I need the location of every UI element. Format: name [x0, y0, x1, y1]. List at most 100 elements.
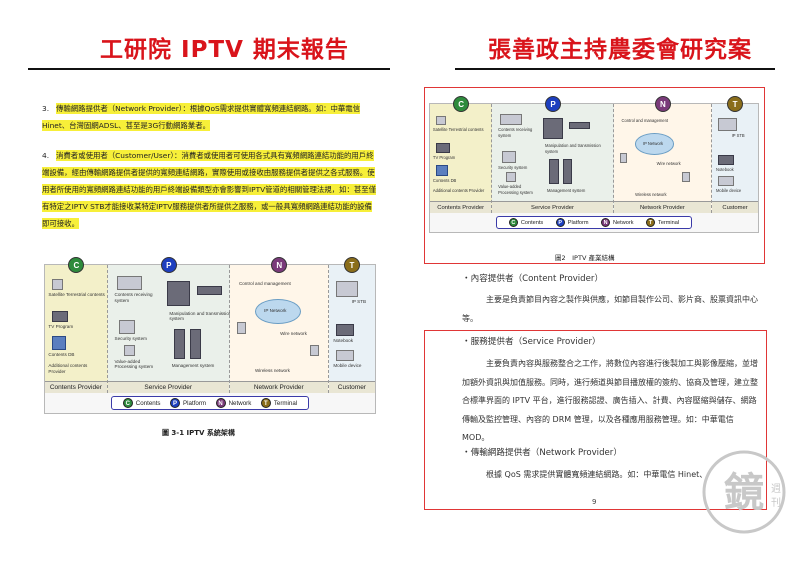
page-number: 9 [592, 498, 597, 506]
legend-label: Network [613, 219, 634, 226]
diagram-label: Wire network [280, 331, 307, 337]
item-number: 3. [42, 104, 50, 113]
diagram-label: Satellite Terrestrial contents [432, 127, 484, 133]
equipment-icon [548, 158, 559, 185]
legend-badge-icon: N [601, 218, 611, 228]
left-title-rule [28, 68, 390, 70]
equipment-icon [500, 113, 522, 126]
doc-item-network-provider: 3.傳輸網路提供者（Network Provider）：根據QoS需求提供實體寬… [42, 100, 377, 134]
left-page-title: 工研院 IPTV 期末報告 [100, 37, 349, 63]
equipment-icon [543, 117, 563, 140]
equipment-icon [173, 329, 186, 359]
zone-badge-n: N [654, 96, 671, 112]
mirror-media-watermark-logo: 鏡 週 刊 [700, 448, 788, 536]
diagram-label: TV Program [432, 154, 456, 160]
zone-label: Contents Provider [430, 201, 492, 214]
legend-label: Contents [135, 399, 161, 407]
equipment-icon [717, 176, 734, 187]
equipment-icon [196, 285, 222, 295]
zone-badge-t: T [343, 257, 360, 273]
legend-badge-icon: T [260, 398, 271, 408]
equipment-icon [236, 322, 246, 334]
equipment-icon [562, 158, 573, 185]
network-provider-heading: ・傳輸網路提供者（Network Provider） [462, 448, 622, 458]
ip-network-cloud-icon [635, 133, 675, 155]
zone-label: Customer [712, 201, 758, 214]
zone-badge-t: T [727, 96, 744, 112]
equipment-icon [335, 281, 359, 297]
svg-text:週: 週 [771, 483, 781, 495]
zone-badge-n: N [271, 257, 288, 273]
equipment-icon [568, 121, 590, 130]
diagram-label: Mobile device [715, 188, 742, 193]
diagram-label: Contents DB [432, 178, 457, 184]
diagram-label: Additional contents Provider [48, 363, 88, 374]
highlight-box-figure [424, 87, 765, 264]
zone-label: Network Provider [229, 381, 328, 393]
zone-badge-c: C [68, 257, 85, 273]
zone-badge-p: P [160, 257, 177, 273]
equipment-icon [123, 345, 136, 357]
equipment-icon [717, 117, 738, 132]
equipment-icon [189, 329, 202, 359]
legend-label: Platform [183, 399, 207, 407]
legend-badge-icon: T [646, 218, 656, 228]
diagram-label: Manipulation and transmission system [545, 143, 601, 154]
equipment-icon [682, 172, 690, 183]
diagram-label: Control and management [238, 281, 291, 286]
equipment-icon [619, 152, 628, 163]
equipment-icon [167, 281, 190, 307]
legend-label: Terminal [658, 219, 680, 226]
diagram-label: Mobile device [333, 363, 362, 369]
legend-badge-icon: P [170, 398, 181, 408]
diagram-label: Control and management [621, 117, 669, 123]
diagram-label: IP STB [731, 133, 745, 139]
diagram-label: IP Network [264, 308, 287, 314]
diagram-label: Wire network [656, 160, 681, 166]
legend-badge-icon: C [122, 398, 133, 408]
ip-network-cloud-icon [254, 299, 301, 325]
left-figure-caption: 圖 3-1 IPTV 系統架構 [162, 429, 235, 437]
highlight-box-text [424, 330, 767, 510]
zone-label: Network Provider [613, 201, 712, 214]
equipment-icon [335, 349, 354, 361]
diagram-label: Management system [547, 188, 586, 193]
zone-label: Customer [328, 381, 375, 393]
diagram-label: IP STB [351, 299, 367, 305]
content-provider-body: 主要是負責節目內容之製作與供應，如節目製作公司、影片商、股票資訊中心等。 [462, 295, 758, 323]
equipment-icon [717, 154, 734, 165]
zone-label: Service Provider [107, 381, 229, 393]
diagram-label: Contents receiving system [498, 127, 533, 138]
right-title-rule [455, 68, 775, 70]
equipment-icon [435, 164, 448, 177]
diagram-label: Value-added Processing system [498, 184, 533, 195]
service-provider-heading: ・服務提供者（Service Provider） [462, 337, 601, 347]
equipment-icon [116, 276, 142, 291]
svg-text:刊: 刊 [771, 497, 781, 509]
equipment-icon [502, 150, 516, 163]
right-page-title: 張善政主持農委會研究案 [488, 37, 752, 63]
legend-label: Platform [567, 219, 589, 226]
content-provider-heading: ・內容提供者（Content Provider） [462, 274, 604, 284]
legend-label: Contents [520, 219, 544, 226]
legend-badge-icon: C [508, 218, 518, 228]
equipment-icon [435, 115, 446, 126]
item-number: 4. [42, 151, 50, 160]
legend-label: Terminal [273, 399, 298, 407]
diagram-label: Management system [171, 363, 215, 369]
legend-badge-icon: N [215, 398, 226, 408]
diagram-label: Security system [114, 335, 147, 341]
legend-badge-icon: P [555, 218, 565, 228]
